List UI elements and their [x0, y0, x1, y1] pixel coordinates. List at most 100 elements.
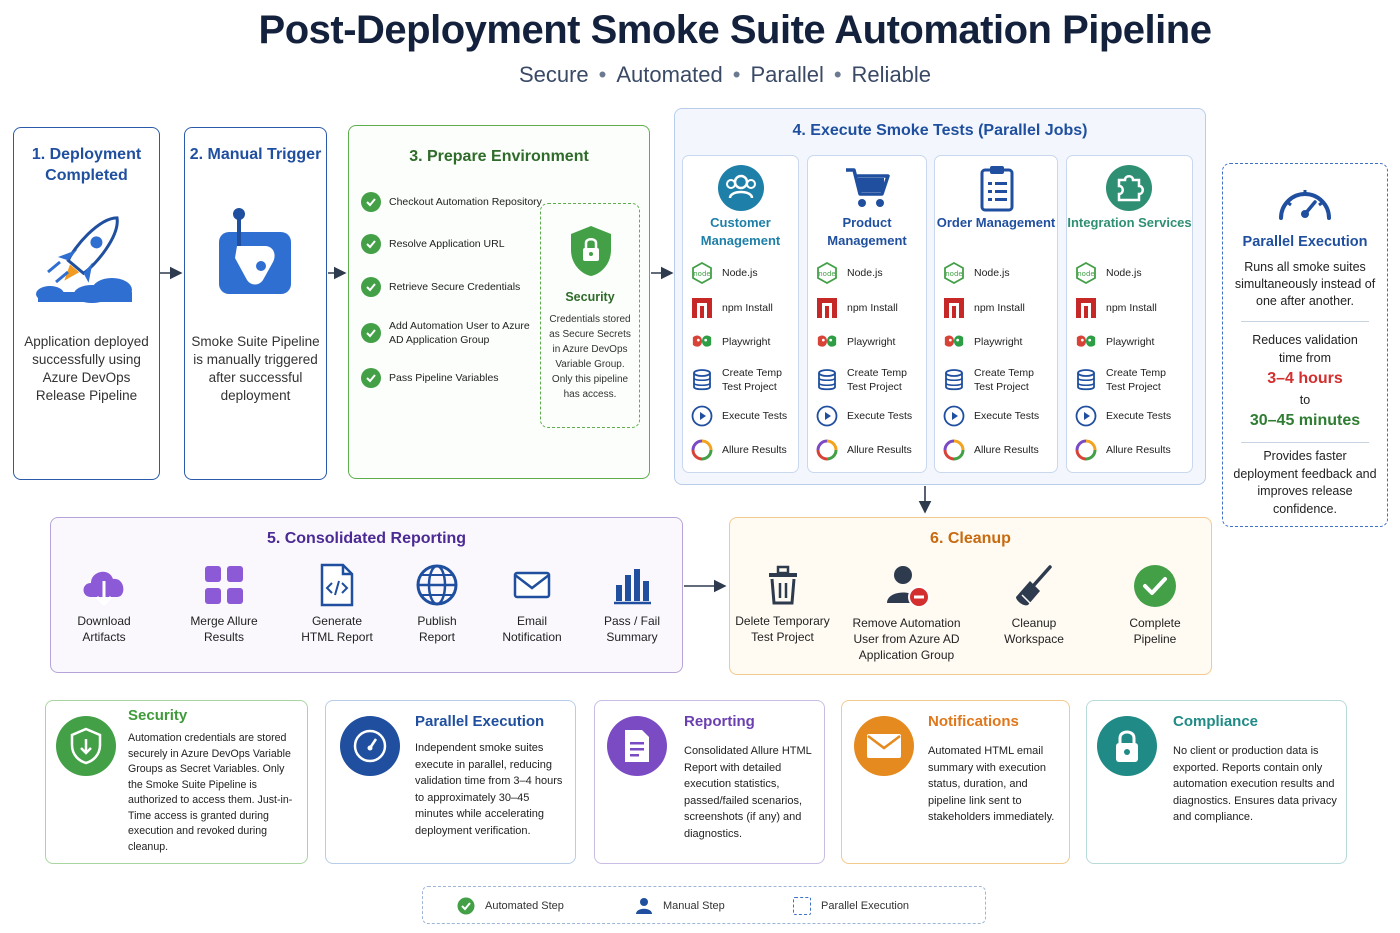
job-step: npm Install [691, 297, 773, 319]
job-step: node Node.js [1075, 262, 1142, 284]
check-icon [361, 277, 381, 297]
playwright-icon [691, 331, 713, 353]
benefit-title: Reporting [684, 713, 755, 730]
database-icon [816, 369, 838, 391]
job-step-label: Create Temp Test Project [1106, 367, 1166, 393]
job-step-label: Create Temp Test Project [722, 367, 782, 393]
benefit-desc: Automation credentials are stored secure… [128, 732, 293, 853]
legend-manual: Manual Step [635, 897, 725, 915]
step-title: 2. Manual Trigger [189, 146, 322, 163]
job-step-label: Playwright [974, 336, 1023, 348]
job-step: Playwright [943, 331, 1022, 353]
prep-item: Pass Pipeline Variables [361, 368, 499, 388]
security-callout: Security Credentials stored as Secure Se… [540, 203, 640, 428]
job-step: Allure Results [1075, 439, 1171, 461]
benefit-notifications: Notifications Automated HTML email summa… [841, 700, 1070, 864]
check-icon [361, 323, 381, 343]
reporting-publish: Publish Report [402, 563, 472, 645]
job-step-label: Allure Results [974, 444, 1039, 456]
flow-label: Merge Allure Results [190, 614, 258, 644]
step-prepare-environment: 3. Prepare Environment Checkout Automati… [348, 125, 650, 479]
speedometer-icon [340, 716, 400, 776]
legend-label: Automated Step [485, 900, 564, 912]
job-step: Execute Tests [816, 405, 912, 427]
npm-icon [1075, 297, 1097, 319]
legend-label: Manual Step [663, 900, 725, 912]
benefit-compliance: Compliance No client or production data … [1086, 700, 1347, 864]
tagline-item: Automated [616, 62, 723, 87]
step-title: 6. Cleanup [930, 530, 1011, 547]
reporting-merge-allure: Merge Allure Results [184, 563, 264, 645]
job-step: Create Temp Test Project [1075, 366, 1168, 394]
prep-item: Resolve Application URL [361, 234, 505, 254]
bar-chart-icon [614, 569, 651, 605]
allure-icon [691, 439, 713, 461]
job-step-label: Execute Tests [722, 410, 788, 422]
job-step-label: Node.js [722, 267, 758, 279]
reporting-summary: Pass / Fail Summary [594, 563, 670, 645]
shield-lock-icon [571, 226, 611, 276]
npm-icon [816, 297, 838, 319]
allure-icon [816, 439, 838, 461]
prep-item-label: Checkout Automation Repository [389, 196, 542, 208]
job-step-label: Create Temp Test Project [974, 367, 1034, 393]
cleanup-complete: Complete Pipeline [1115, 563, 1195, 647]
puzzle-icon [1106, 165, 1152, 211]
job-step-label: npm Install [847, 302, 898, 314]
job-step-label: Node.js [1106, 267, 1142, 279]
job-step: Create Temp Test Project [691, 366, 784, 394]
flow-label: Generate HTML Report [301, 614, 373, 644]
job-step-label: Playwright [847, 336, 896, 348]
reporting-generate-html: Generate HTML Report [297, 563, 377, 645]
benefit-desc: Consolidated Allure HTML Report with det… [684, 745, 812, 840]
job-title: Product Management [827, 215, 907, 248]
nodejs-icon: node [943, 262, 965, 284]
lock-icon [1097, 716, 1157, 776]
step-title: 4. Execute Smoke Tests (Parallel Jobs) [792, 122, 1088, 139]
job-step-label: npm Install [722, 302, 773, 314]
svg-text:node: node [1077, 270, 1094, 278]
flow-label: Email Notification [502, 614, 562, 644]
allure-icon [943, 439, 965, 461]
step-description: Smoke Suite Pipeline is manually trigger… [191, 334, 320, 403]
prep-item-label: Retrieve Secure Credentials [389, 281, 521, 293]
code-file-icon [320, 563, 354, 607]
job-step: npm Install [1075, 297, 1157, 319]
npm-icon [943, 297, 965, 319]
step-manual-trigger: 2. Manual Trigger Smoke Suite Pipeline i… [184, 127, 327, 480]
legend-label: Parallel Execution [821, 900, 910, 912]
benefit-desc: Independent smoke suites execute in para… [415, 742, 563, 837]
parallel-execution-panel: Parallel Execution Runs all smoke suites… [1222, 163, 1388, 527]
dashed-box-icon [793, 897, 811, 915]
benefit-title: Security [128, 707, 188, 724]
job-step: Playwright [691, 331, 770, 353]
job-title: Order Management [936, 215, 1056, 230]
prep-item: Checkout Automation Repository [361, 192, 542, 212]
job-step: Execute Tests [1075, 405, 1171, 427]
nodejs-icon: node [691, 262, 713, 284]
prep-item-label: Pass Pipeline Variables [389, 372, 499, 384]
shield-download-icon [56, 716, 116, 776]
flow-label: Remove Automation User from Azure AD App… [852, 616, 961, 662]
reduce-label: Reduces validation time from [1252, 333, 1358, 365]
benefit-title: Notifications [928, 713, 1019, 730]
step-title: 1. Deployment Completed [31, 146, 142, 184]
job-step: Execute Tests [943, 405, 1039, 427]
benefit-title: Compliance [1173, 713, 1259, 730]
rocket-icon [36, 216, 132, 303]
globe-icon [416, 564, 458, 606]
job-title: Integration Services [1067, 215, 1192, 230]
database-icon [691, 369, 713, 391]
envelope-icon [854, 716, 914, 776]
play-circle-icon [943, 405, 965, 427]
job-step-label: Node.js [847, 267, 883, 279]
job-step: Create Temp Test Project [943, 366, 1036, 394]
page-title: Post-Deployment Smoke Suite Automation P… [258, 8, 1212, 52]
tagline-item: Reliable [851, 62, 932, 87]
flow-label: Download Artifacts [77, 614, 131, 644]
user-remove-icon [886, 566, 930, 608]
step-execute-smoke-tests: 4. Execute Smoke Tests (Parallel Jobs) C… [674, 108, 1206, 485]
